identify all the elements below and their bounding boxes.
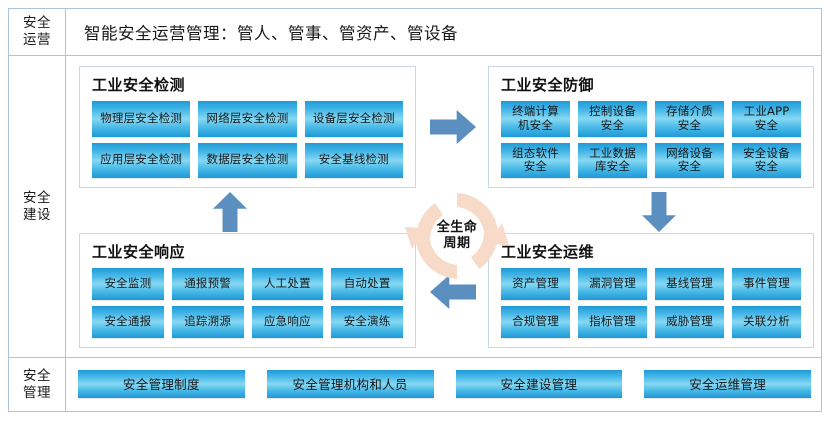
- chip-data-layer-detection[interactable]: 数据层安全检测: [198, 142, 297, 178]
- chip-configuration-software-security[interactable]: 组态软件 安全: [501, 142, 570, 178]
- sidebar-item-label-line1: 安全: [23, 189, 51, 206]
- chip-baseline-management[interactable]: 基线管理: [655, 268, 724, 300]
- sidebar-item-label-line2: 运营: [23, 32, 51, 48]
- chip-security-device-security[interactable]: 安全设备 安全: [732, 142, 801, 178]
- panel-chip-grid: 资产管理 漏洞管理 基线管理 事件管理 合规管理 指标管理 威胁管理 关联分析: [501, 268, 801, 338]
- chip-terminal-computer-security[interactable]: 终端计算 机安全: [501, 101, 570, 137]
- lifecycle-label-line2: 周期: [443, 236, 471, 251]
- panel-response: 工业安全响应 安全监测 通报预警 人工处置 自动处置 安全通报 追踪溯源 应急响…: [79, 233, 416, 348]
- chip-physical-layer-detection[interactable]: 物理层安全检测: [92, 101, 191, 137]
- chip-security-management-org-personnel[interactable]: 安全管理机构和人员: [266, 369, 434, 398]
- panel-title: 工业安全防御: [501, 76, 595, 94]
- chip-vulnerability-management[interactable]: 漏洞管理: [578, 268, 647, 300]
- row-divider-management: [9, 357, 821, 358]
- panel-title: 工业安全响应: [92, 243, 186, 261]
- chip-automatic-handling[interactable]: 自动处置: [331, 268, 403, 300]
- chip-manual-handling[interactable]: 人工处置: [251, 268, 324, 300]
- chip-security-baseline-detection[interactable]: 安全基线检测: [304, 142, 403, 178]
- arrow-up-icon: [213, 192, 247, 232]
- chip-compliance-management[interactable]: 合规管理: [501, 306, 570, 338]
- diagram-frame: 安全 运营 安全 建设 安全 管理 智能安全运营管理：管人、管事、管资产、管设备…: [8, 8, 822, 412]
- chip-security-management-system[interactable]: 安全管理制度: [78, 369, 245, 398]
- sidebar-item-security-management[interactable]: 安全 管理: [9, 358, 65, 411]
- chip-emergency-response[interactable]: 应急响应: [251, 306, 324, 338]
- lifecycle-label: 全生命 周期: [405, 185, 509, 287]
- chip-notification-alert[interactable]: 通报预警: [171, 268, 244, 300]
- chip-security-notification[interactable]: 安全通报: [92, 306, 164, 338]
- chip-industrial-app-security[interactable]: 工业APP 安全: [732, 101, 801, 137]
- header-band: 智能安全运营管理：管人、管事、管资产、管设备: [66, 9, 821, 55]
- chip-security-monitoring[interactable]: 安全监测: [92, 268, 164, 300]
- panel-operations: 工业安全运维 资产管理 漏洞管理 基线管理 事件管理 合规管理 指标管理 威胁管…: [488, 233, 814, 348]
- chip-security-drill[interactable]: 安全演练: [331, 306, 403, 338]
- lifecycle-label-line1: 全生命: [436, 219, 478, 235]
- arrow-down-icon: [642, 192, 676, 232]
- chip-network-device-security[interactable]: 网络设备 安全: [655, 142, 724, 178]
- chip-control-device-security[interactable]: 控制设备 安全: [578, 101, 647, 137]
- panel-title: 工业安全运维: [501, 243, 595, 261]
- sidebar-item-security-construction[interactable]: 安全 建设: [9, 56, 65, 357]
- chip-storage-media-security[interactable]: 存储介质 安全: [655, 101, 724, 137]
- sidebar-item-label-line2: 建设: [23, 206, 51, 223]
- chip-application-layer-detection[interactable]: 应用层安全检测: [92, 142, 191, 178]
- chip-security-operations-management[interactable]: 安全运维管理: [644, 369, 811, 398]
- sidebar-item-label-line1: 安全: [23, 367, 51, 384]
- row-divider-operations: [9, 55, 821, 56]
- sidebar-divider: [65, 9, 66, 411]
- page-title: 智能安全运营管理：管人、管事、管资产、管设备: [84, 24, 458, 43]
- panel-chip-grid: 终端计算 机安全 控制设备 安全 存储介质 安全 工业APP 安全 组态软件 安…: [501, 101, 801, 178]
- chip-threat-management[interactable]: 威胁管理: [655, 306, 724, 338]
- panel-title: 工业安全检测: [92, 76, 186, 94]
- chip-network-layer-detection[interactable]: 网络层安全检测: [198, 101, 297, 137]
- panel-detection: 工业安全检测 物理层安全检测 网络层安全检测 设备层安全检测 应用层安全检测 数…: [79, 66, 416, 188]
- chip-security-construction-management[interactable]: 安全建设管理: [455, 369, 623, 398]
- sidebar-item-label-line2: 管理: [23, 384, 51, 401]
- panel-defense: 工业安全防御 终端计算 机安全 控制设备 安全 存储介质 安全 工业APP 安全…: [488, 66, 814, 188]
- chip-correlation-analysis[interactable]: 关联分析: [732, 306, 801, 338]
- chip-device-layer-detection[interactable]: 设备层安全检测: [304, 101, 403, 137]
- panel-chip-grid: 安全监测 通报预警 人工处置 自动处置 安全通报 追踪溯源 应急响应 安全演练: [92, 268, 403, 338]
- management-bar: 安全管理制度 安全管理机构和人员 安全建设管理 安全运维管理: [66, 356, 821, 411]
- chip-tracing-source[interactable]: 追踪溯源: [171, 306, 244, 338]
- chip-industrial-database-security[interactable]: 工业数据 库安全: [578, 142, 647, 178]
- chip-indicator-management[interactable]: 指标管理: [578, 306, 647, 338]
- arrow-right-icon: [430, 110, 476, 144]
- lifecycle-cycle: 全生命 周期: [405, 185, 509, 287]
- sidebar-item-label-line1: 安全: [23, 15, 51, 32]
- chip-event-management[interactable]: 事件管理: [732, 268, 801, 300]
- chip-asset-management[interactable]: 资产管理: [501, 268, 570, 300]
- circular-arrow-icon: [405, 193, 509, 279]
- panel-chip-grid: 物理层安全检测 网络层安全检测 设备层安全检测 应用层安全检测 数据层安全检测 …: [92, 101, 403, 178]
- sidebar-item-security-operations[interactable]: 安全 运营: [9, 9, 65, 55]
